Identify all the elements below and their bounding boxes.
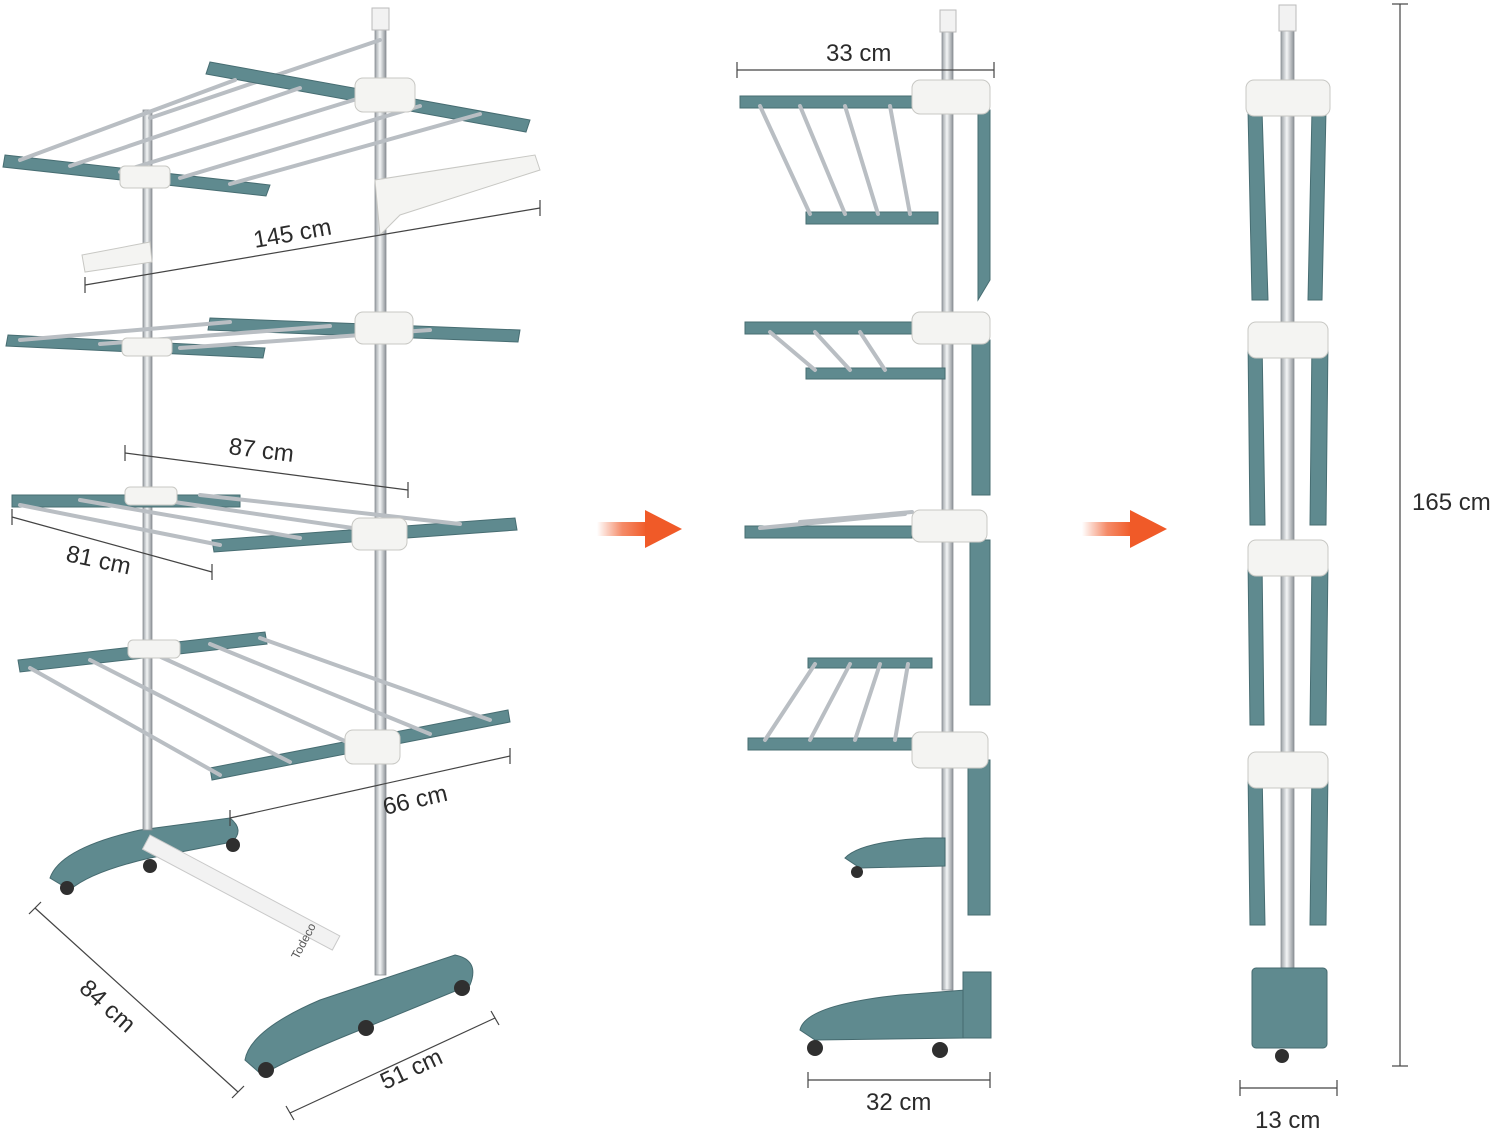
- dim-label-51: 51 cm: [376, 1043, 447, 1095]
- dim-label-32: 32 cm: [866, 1089, 931, 1116]
- dim-84: 84 cm: [28, 901, 245, 1099]
- folded-view: 165 cm 13 cm: [1239, 3, 1491, 1134]
- dim-145: 145 cm: [84, 200, 541, 293]
- arrow-half-to-folded: [1082, 510, 1167, 548]
- right-pole: [374, 14, 387, 976]
- shelf-third: [11, 486, 518, 553]
- dim-165: 165 cm: [1392, 3, 1491, 1067]
- half-shelf-1: [739, 79, 991, 225]
- half-shelf-2: [744, 311, 991, 380]
- dim-81: 81 cm: [11, 509, 213, 580]
- dim-label-13: 13 cm: [1255, 1107, 1320, 1134]
- dim-label-165: 165 cm: [1412, 489, 1491, 516]
- dim-label-145: 145 cm: [251, 214, 333, 254]
- half-folded-view: 33 cm 32 cm: [736, 9, 995, 1116]
- dim-label-33: 33 cm: [826, 40, 891, 67]
- shelf-bottom: [17, 631, 511, 781]
- dim-32: 32 cm: [807, 1072, 991, 1116]
- dim-13: 13 cm: [1239, 1080, 1338, 1134]
- dim-33: 33 cm: [736, 40, 995, 78]
- rack-base: Todeco: [49, 817, 474, 1078]
- dim-label-87: 87 cm: [227, 433, 295, 468]
- folded-pole: [1280, 14, 1295, 981]
- shelf-second: [5, 311, 521, 359]
- left-pole: [142, 109, 153, 831]
- dim-label-84: 84 cm: [74, 974, 141, 1038]
- half-shelf-3: [744, 509, 988, 543]
- shelf-top: [2, 61, 531, 197]
- open-rack-view: Todeco: [2, 7, 541, 1121]
- arrow-open-to-half: [597, 510, 682, 548]
- half-shelf-4: [747, 657, 989, 769]
- dim-label-81: 81 cm: [64, 540, 134, 580]
- dim-label-66: 66 cm: [380, 780, 450, 821]
